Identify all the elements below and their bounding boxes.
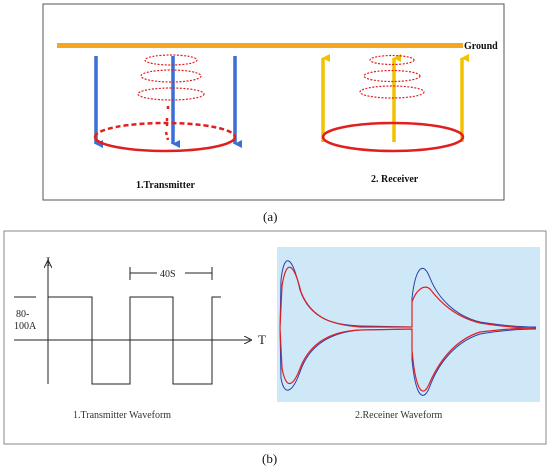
receiver-loop-front bbox=[321, 136, 465, 153]
receiver-field-ring-1 bbox=[369, 54, 415, 66]
receiver-loop-back bbox=[321, 121, 465, 138]
transmitter-label: 1.Transmitter bbox=[136, 180, 196, 191]
panel-a-frame bbox=[42, 3, 505, 201]
panel-b: I T 80- 100A 40S 1.Transmitter Waveform … bbox=[3, 230, 547, 445]
panel-a: Ground 1.Transmitter 2. Receiver bbox=[42, 3, 505, 201]
current-range-line1: 80- bbox=[16, 309, 29, 320]
transmitter-field-ring-2 bbox=[140, 69, 202, 83]
receiver-label: 2. Receiver bbox=[371, 174, 419, 185]
receiver-trace-red-lower bbox=[279, 327, 537, 392]
time-axis-label: T bbox=[258, 332, 266, 347]
ground-line bbox=[57, 43, 463, 48]
transmitter-loop-back bbox=[93, 121, 237, 138]
receiver-waveform-caption: 2.Receiner Waveform bbox=[355, 410, 443, 421]
receiver-field-ring-3 bbox=[359, 85, 425, 99]
transmitter-waveform-caption: 1.Transmitter Waveform bbox=[73, 410, 171, 421]
period-label: 40S bbox=[160, 269, 176, 280]
square-wave bbox=[48, 296, 221, 385]
current-axis-label: I bbox=[46, 254, 50, 269]
receiver-trace-red-upper bbox=[279, 266, 537, 329]
transmitter-diagram bbox=[93, 54, 242, 153]
transmitter-field-ring-3 bbox=[137, 87, 205, 101]
receiver-waveform bbox=[277, 247, 540, 402]
transmitter-field-ring-1 bbox=[144, 54, 198, 66]
current-range-line2: 100A bbox=[14, 321, 37, 332]
receiver-field-ring-2 bbox=[363, 69, 421, 83]
receiver-diagram bbox=[321, 54, 469, 153]
receiver-trace-blue-lower bbox=[279, 327, 537, 396]
transmitter-dots bbox=[164, 106, 170, 141]
caption-a: (a) bbox=[263, 209, 277, 224]
transmitter-waveform: I T 80- 100A 40S bbox=[14, 254, 266, 385]
ground-label: Ground bbox=[464, 41, 498, 52]
transmitter-loop-front bbox=[93, 136, 237, 153]
caption-b: (b) bbox=[262, 451, 277, 466]
